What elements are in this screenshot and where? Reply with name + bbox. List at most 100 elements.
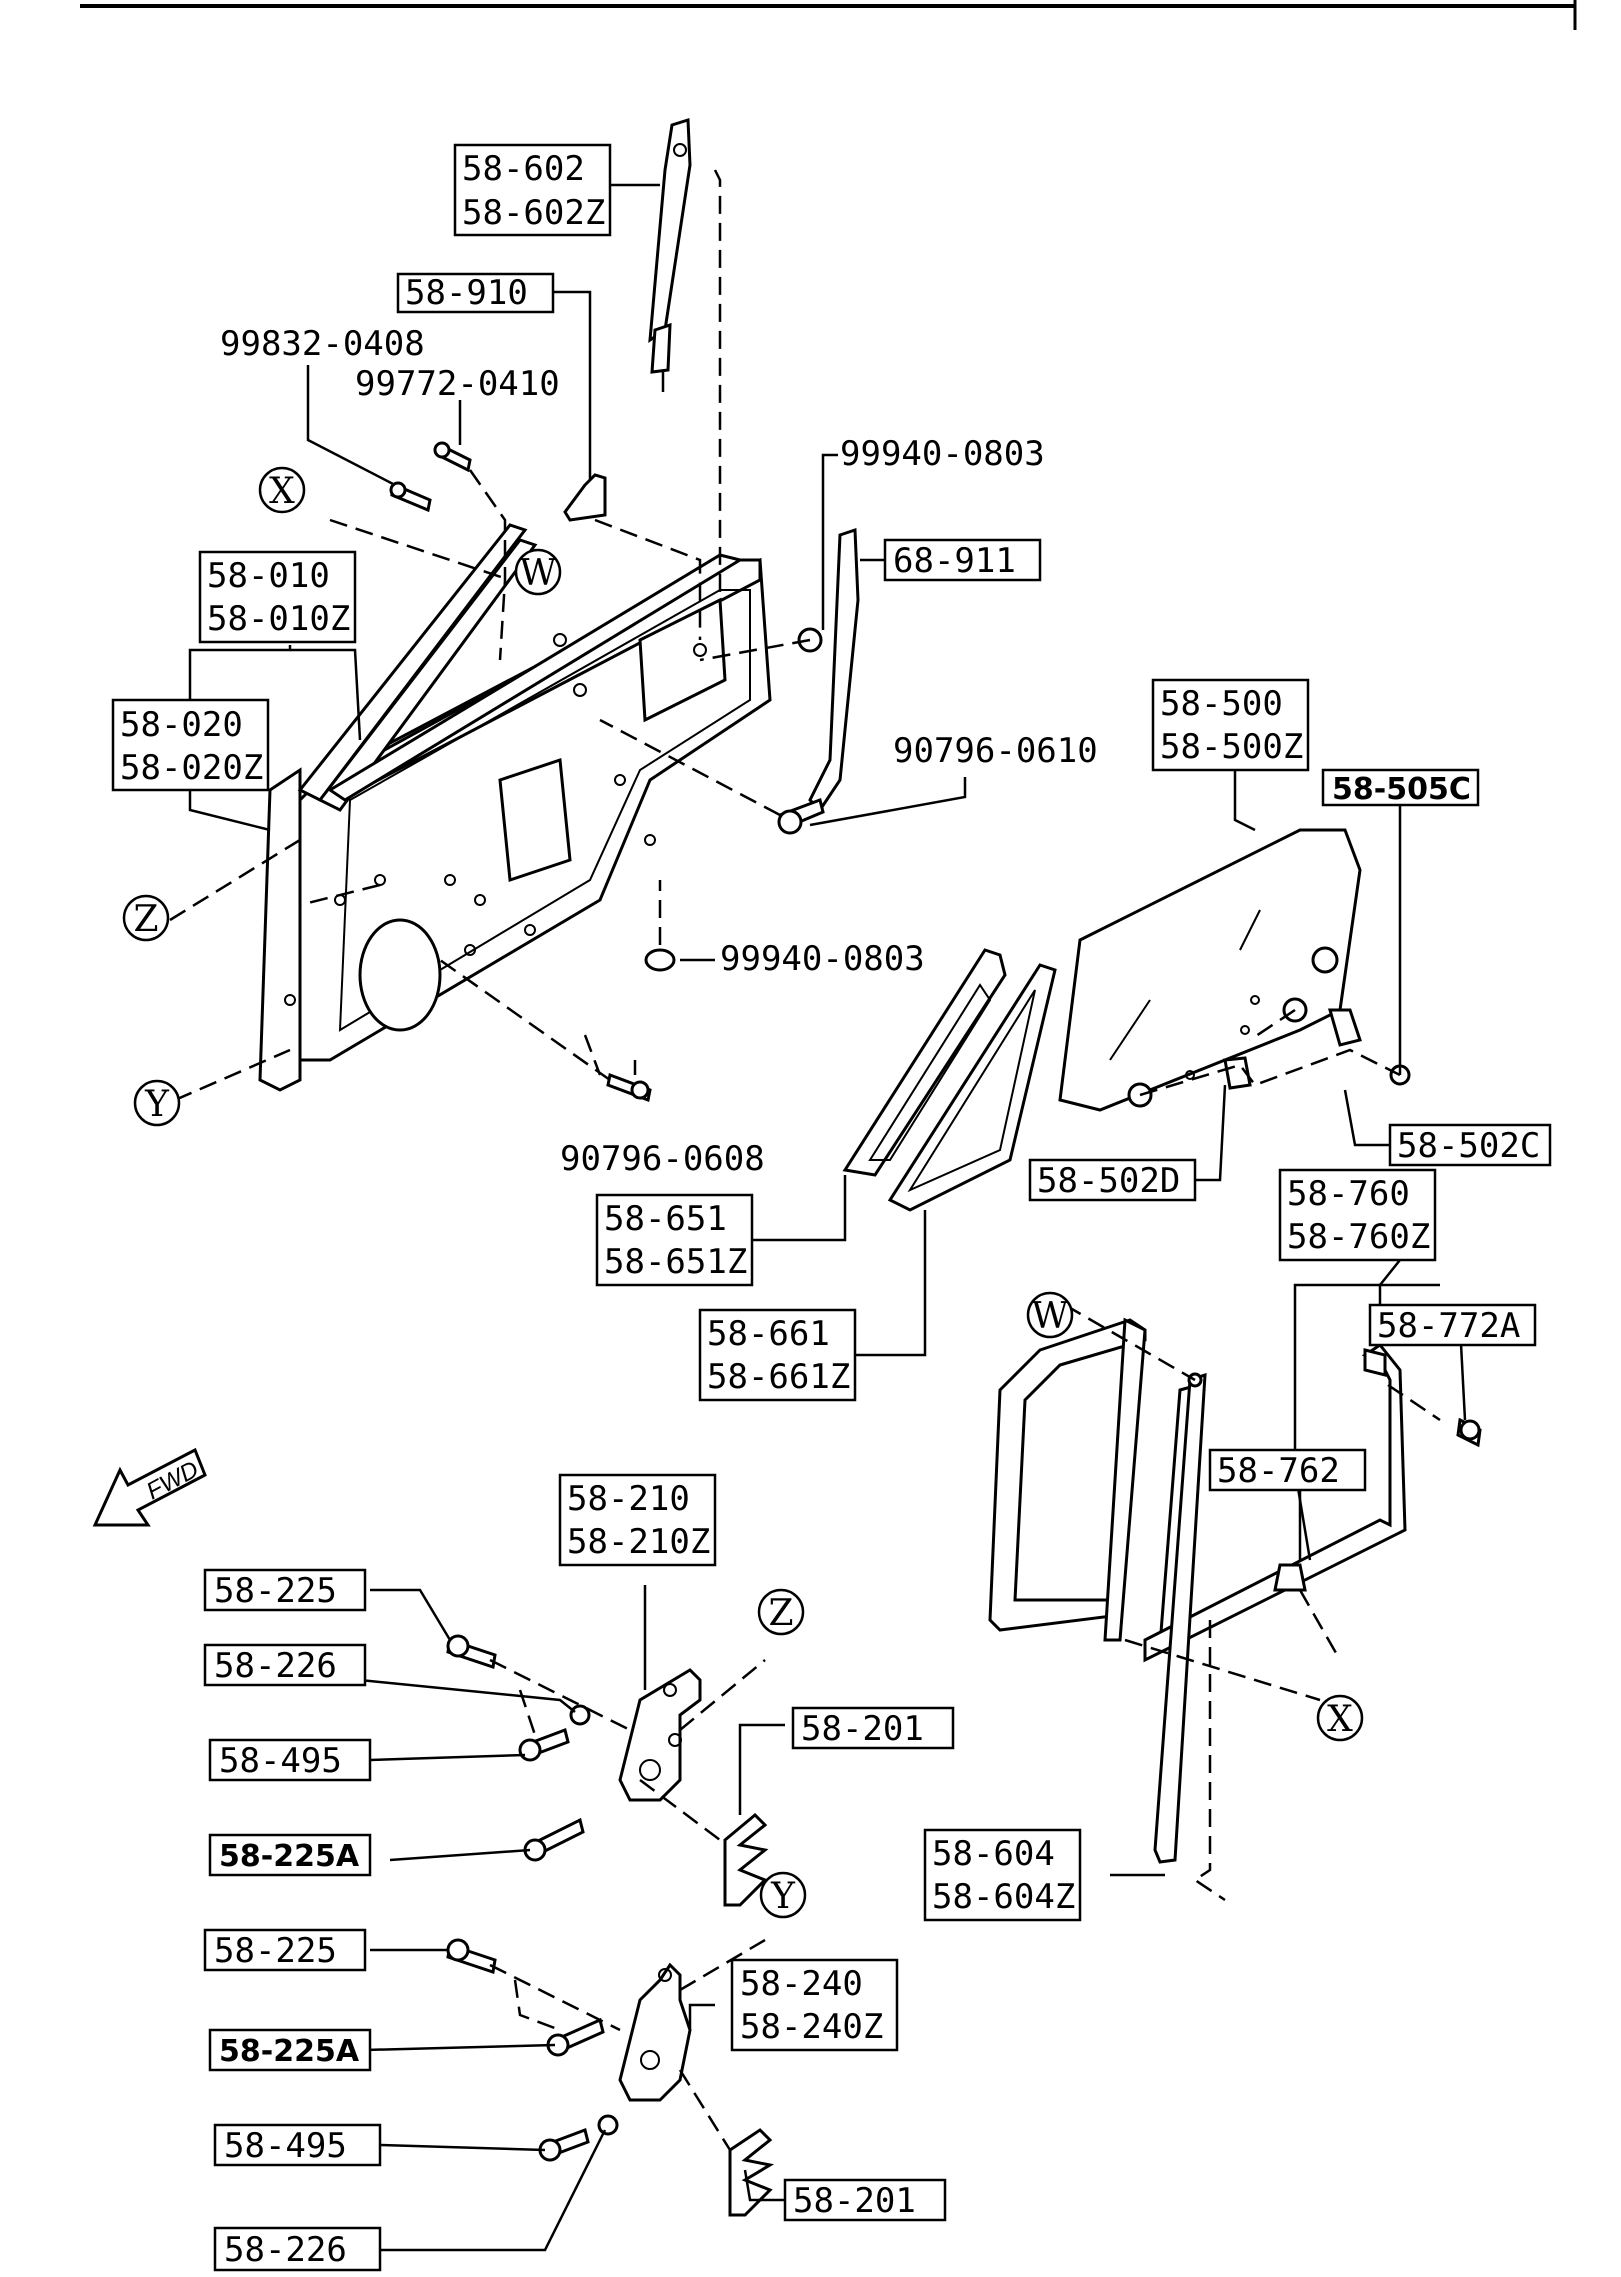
label-58-661: 58-661 58-661Z xyxy=(698,1308,857,1402)
weatherstrip-68-911 xyxy=(808,527,860,813)
svg-text:58-760: 58-760 xyxy=(1287,1174,1410,1214)
svg-text:58-910: 58-910 xyxy=(405,273,528,313)
leader-lines xyxy=(188,183,1550,2252)
label-58-502c: 58-502C xyxy=(1388,1123,1552,1167)
svg-text:58-500Z: 58-500Z xyxy=(1160,727,1303,767)
svg-text:58-495: 58-495 xyxy=(219,1741,342,1781)
svg-text:58-020Z: 58-020Z xyxy=(120,748,263,788)
svg-text:58-762: 58-762 xyxy=(1217,1451,1340,1491)
circle-x-top: X xyxy=(258,466,306,514)
svg-text:58-772A: 58-772A xyxy=(1377,1306,1520,1346)
label-68-911: 68-911 xyxy=(883,538,1042,582)
svg-text:Z: Z xyxy=(133,899,158,940)
upper-fasteners xyxy=(389,441,825,1103)
svg-text:68-911: 68-911 xyxy=(893,541,1016,581)
label-99940-0803-mid: 99940-0803 xyxy=(720,939,925,979)
svg-text:58-225: 58-225 xyxy=(214,1571,337,1611)
svg-text:58-225A: 58-225A xyxy=(219,2034,360,2069)
bracket-58-910 xyxy=(563,473,607,522)
svg-text:58-240: 58-240 xyxy=(740,1964,863,2004)
circle-z-left: Z xyxy=(122,894,170,942)
svg-text:58-010Z: 58-010Z xyxy=(207,599,350,639)
door-panel xyxy=(258,557,772,1092)
label-58-210: 58-210 58-210Z xyxy=(558,1473,717,1567)
hinge-bolts xyxy=(446,1634,619,2162)
label-58-225-b: 58-225 xyxy=(203,1928,367,1972)
svg-text:58-210: 58-210 xyxy=(567,1479,690,1519)
svg-text:X: X xyxy=(269,471,295,512)
quarter-glass-58-651 xyxy=(842,948,1007,1177)
svg-text:58-651Z: 58-651Z xyxy=(604,1242,747,1282)
label-58-240: 58-240 58-240Z xyxy=(730,1958,899,2052)
label-58-201-b: 58-201 xyxy=(783,2178,947,2222)
svg-text:W: W xyxy=(519,553,556,594)
shim-58-201-a xyxy=(723,1812,769,1907)
label-58-762: 58-762 xyxy=(1208,1448,1367,1492)
run-channel-58-602 xyxy=(648,117,692,392)
circle-x-right: X xyxy=(1316,1694,1364,1742)
label-99772-0410: 99772-0410 xyxy=(355,364,560,404)
svg-text:58-502D: 58-502D xyxy=(1037,1161,1180,1201)
door-glass-58-500 xyxy=(1058,828,1362,1112)
label-90796-0610: 90796-0610 xyxy=(893,731,1098,771)
svg-text:58-502C: 58-502C xyxy=(1397,1126,1540,1166)
label-58-651: 58-651 58-651Z xyxy=(595,1193,754,1287)
svg-text:Z: Z xyxy=(768,1593,793,1634)
frame-fasteners xyxy=(1273,1348,1482,1592)
svg-text:58-010: 58-010 xyxy=(207,556,330,596)
svg-text:W: W xyxy=(1031,1296,1068,1337)
shim-58-201-b xyxy=(728,2128,775,2217)
svg-text:58-225A: 58-225A xyxy=(219,1839,360,1874)
svg-text:58-661: 58-661 xyxy=(707,1314,830,1354)
label-58-495-b: 58-495 xyxy=(213,2123,382,2167)
label-58-226-b: 58-226 xyxy=(213,2226,382,2272)
svg-text:58-020: 58-020 xyxy=(120,705,243,745)
svg-text:58-226: 58-226 xyxy=(224,2230,347,2270)
label-58-010: 58-010 58-010Z xyxy=(198,550,357,644)
label-58-201-a: 58-201 xyxy=(791,1706,955,1750)
circle-z-hinge: Z xyxy=(757,1588,805,1636)
svg-text:58-604Z: 58-604Z xyxy=(932,1877,1075,1917)
svg-text:58-210Z: 58-210Z xyxy=(567,1522,710,1562)
label-58-500: 58-500 58-500Z xyxy=(1151,678,1310,772)
circle-y-hinge: Y xyxy=(759,1871,807,1919)
quarter-glass-58-661 xyxy=(887,963,1057,1212)
label-58-225-a: 58-225 xyxy=(203,1568,367,1612)
svg-text:58-661Z: 58-661Z xyxy=(707,1357,850,1397)
svg-text:58-240Z: 58-240Z xyxy=(740,2007,883,2047)
label-58-772a: 58-772A xyxy=(1368,1303,1537,1347)
label-58-495-a: 58-495 xyxy=(208,1738,372,1782)
label-58-225a-a: 58-225A xyxy=(208,1833,372,1877)
label-99940-0803-top: 99940-0803 xyxy=(840,434,1045,474)
frame-dashed-leaders xyxy=(1064,1303,1441,1902)
label-58-910: 58-910 xyxy=(396,272,555,314)
label-58-505c: 58-505C xyxy=(1321,768,1480,807)
label-58-760: 58-760 58-760Z xyxy=(1278,1168,1437,1262)
svg-text:58-226: 58-226 xyxy=(214,1646,337,1686)
hinge-58-210 xyxy=(618,1668,702,1802)
door-sash xyxy=(297,523,744,812)
svg-text:58-201: 58-201 xyxy=(801,1709,924,1749)
hinge-58-240 xyxy=(618,1962,692,2102)
upper-dashed-leaders xyxy=(169,169,811,1102)
label-58-502d: 58-502D xyxy=(1028,1158,1197,1202)
circle-y-left: Y xyxy=(133,1079,181,1127)
hinge-dashed-leaders xyxy=(489,1658,766,2151)
label-90796-0608: 90796-0608 xyxy=(560,1139,765,1179)
label-58-602: 58-602 58-602Z xyxy=(453,143,612,237)
svg-text:58-500: 58-500 xyxy=(1160,684,1283,724)
label-58-604: 58-604 58-604Z xyxy=(923,1828,1082,1922)
fwd-arrow-icon: FWD xyxy=(92,1447,207,1527)
svg-text:Y: Y xyxy=(144,1084,170,1125)
svg-text:58-760Z: 58-760Z xyxy=(1287,1217,1430,1257)
svg-text:X: X xyxy=(1327,1699,1353,1740)
svg-text:58-604: 58-604 xyxy=(932,1834,1055,1874)
circle-w-top: W xyxy=(514,548,562,596)
svg-text:58-201: 58-201 xyxy=(793,2181,916,2221)
svg-text:58-602Z: 58-602Z xyxy=(462,193,605,233)
svg-text:58-225: 58-225 xyxy=(214,1931,337,1971)
window-frame-58-760 xyxy=(988,1317,1407,1864)
glass-dashed-leaders xyxy=(1139,1008,1401,1097)
svg-text:58-651: 58-651 xyxy=(604,1199,727,1239)
